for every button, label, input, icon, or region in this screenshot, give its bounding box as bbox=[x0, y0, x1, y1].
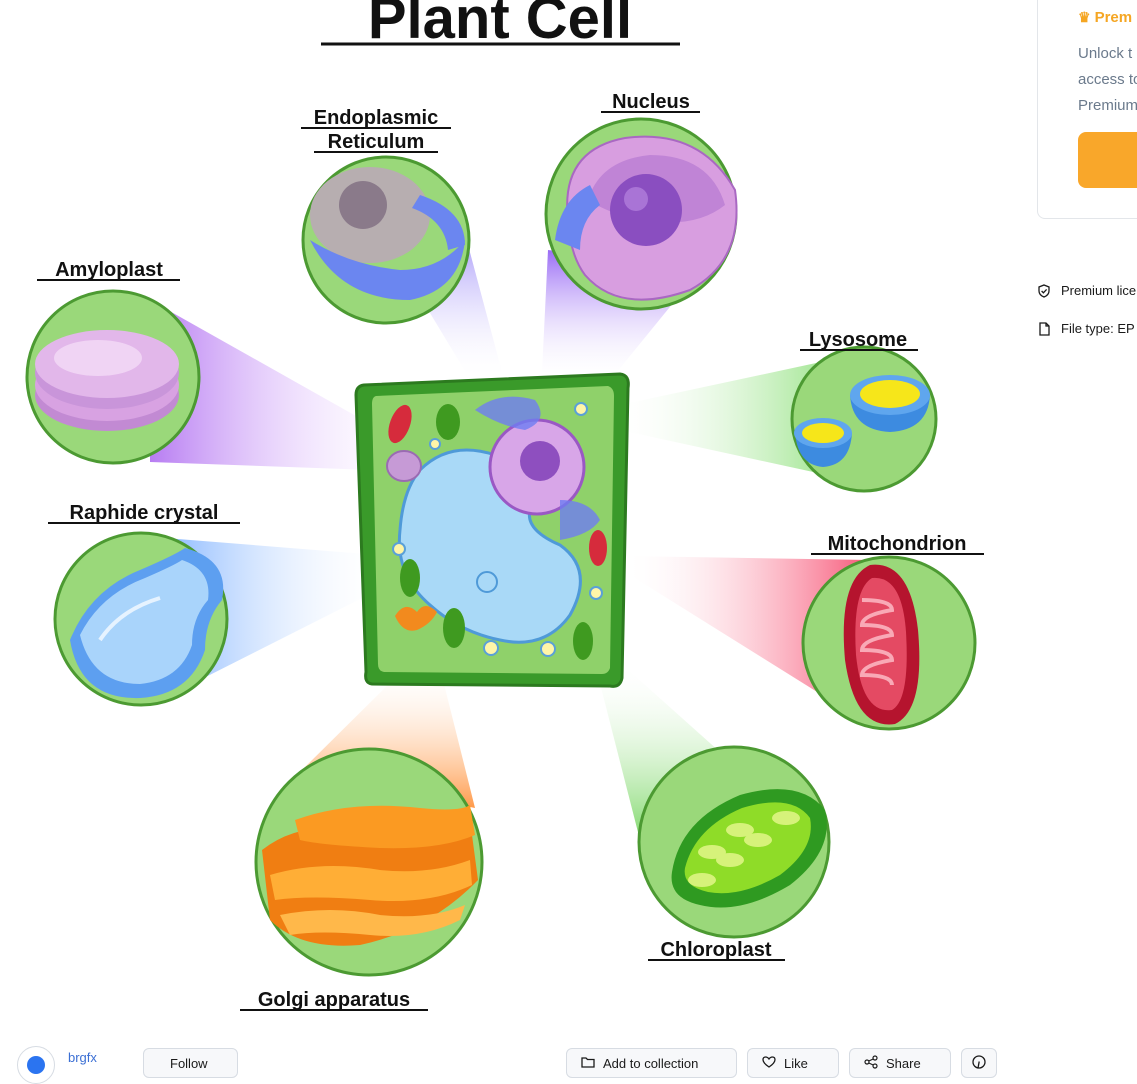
follow-label: Follow bbox=[170, 1056, 208, 1071]
pinterest-icon bbox=[972, 1055, 986, 1069]
chloroplast-illustration bbox=[637, 745, 831, 939]
share-label: Share bbox=[886, 1056, 921, 1071]
premium-title-text: Prem bbox=[1094, 9, 1133, 26]
like-button[interactable]: Like bbox=[747, 1048, 839, 1078]
premium-description-line: access to bbox=[1078, 71, 1137, 88]
folder-icon bbox=[581, 1057, 595, 1068]
nucleus-illustration bbox=[544, 117, 738, 311]
premium-description-line: Unlock t bbox=[1078, 45, 1133, 62]
er-illustration bbox=[301, 155, 471, 325]
share-button[interactable]: Share bbox=[849, 1048, 951, 1078]
shield-check-icon bbox=[1038, 283, 1050, 298]
author-link[interactable]: brgfx bbox=[68, 1050, 97, 1065]
premium-license-row: Premium lice bbox=[1037, 283, 1136, 298]
premium-card: ♛Prem Unlock t access to Premium bbox=[1037, 0, 1137, 219]
label-mitochondrion: Mitochondrion bbox=[828, 533, 967, 555]
file-icon bbox=[1039, 321, 1050, 336]
premium-license-text: Premium lice bbox=[1061, 283, 1137, 298]
file-type-row: File type: EP bbox=[1037, 321, 1135, 336]
add-to-collection-label: Add to collection bbox=[603, 1056, 699, 1071]
mitochondrion-illustration bbox=[801, 555, 977, 731]
golgi-apparatus-illustration bbox=[254, 747, 484, 977]
label-nucleus: Nucleus bbox=[612, 91, 690, 113]
label-endoplasmic-reticulum-line1: Endoplasmic bbox=[314, 107, 438, 129]
label-amyloplast: Amyloplast bbox=[55, 259, 163, 281]
file-type-text: File type: EP bbox=[1061, 321, 1135, 336]
premium-title: ♛Prem bbox=[1078, 9, 1132, 26]
share-icon bbox=[864, 1055, 878, 1069]
amyloplast-illustration bbox=[25, 289, 201, 465]
label-golgi-apparatus: Golgi apparatus bbox=[258, 989, 410, 1011]
label-chloroplast: Chloroplast bbox=[660, 939, 771, 961]
heart-icon bbox=[762, 1056, 776, 1068]
crown-icon: ♛ bbox=[1078, 9, 1091, 25]
author-action-bar: brgfx Follow Add to collection Like Shar… bbox=[0, 1040, 1010, 1084]
plant-cell-diagram: Plant Cell bbox=[25, 0, 984, 1011]
avatar[interactable] bbox=[17, 1046, 55, 1084]
label-endoplasmic-reticulum-line2: Reticulum bbox=[328, 131, 425, 153]
label-raphide-crystal: Raphide crystal bbox=[70, 502, 219, 524]
go-premium-button[interactable] bbox=[1078, 132, 1137, 188]
follow-button[interactable]: Follow bbox=[143, 1048, 238, 1078]
premium-description-line: Premium bbox=[1078, 97, 1137, 114]
label-lysosome: Lysosome bbox=[809, 329, 907, 351]
central-cell bbox=[354, 372, 630, 688]
premium-description: Unlock t access to Premium bbox=[1078, 41, 1137, 119]
more-options-button[interactable] bbox=[961, 1048, 997, 1078]
add-to-collection-button[interactable]: Add to collection bbox=[566, 1048, 737, 1078]
lysosome-illustration bbox=[790, 345, 938, 493]
like-label: Like bbox=[784, 1056, 808, 1071]
raphide-crystal-illustration bbox=[53, 531, 229, 707]
